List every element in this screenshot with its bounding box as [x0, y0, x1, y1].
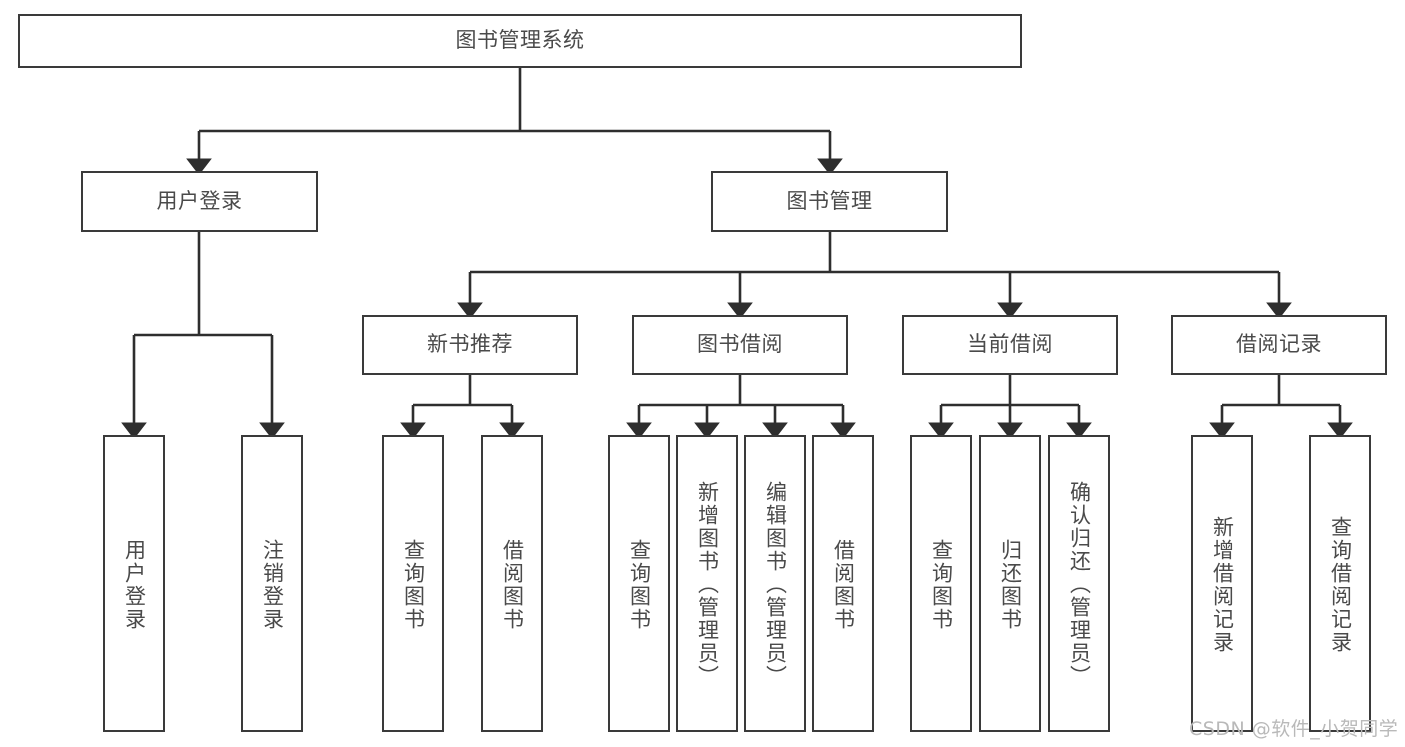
node-leaf-query-book-2-label: 查询图书 [627, 538, 652, 631]
node-leaf-user-login-label: 用户登录 [122, 538, 147, 631]
node-leaf-add-book[interactable]: 新增图书（管理员） [676, 435, 738, 732]
node-leaf-query-book-1[interactable]: 查询图书 [382, 435, 444, 732]
node-leaf-add-record[interactable]: 新增借阅记录 [1191, 435, 1253, 732]
node-leaf-logout-label: 注销登录 [260, 538, 285, 631]
node-new-book-rec-label: 新书推荐 [427, 332, 513, 357]
node-leaf-borrow-book-1-label: 借阅图书 [500, 538, 525, 631]
node-leaf-user-login[interactable]: 用户登录 [103, 435, 165, 732]
node-book-borrow[interactable]: 图书借阅 [632, 315, 848, 375]
node-leaf-confirm-return[interactable]: 确认归还（管理员） [1048, 435, 1110, 732]
node-new-book-rec[interactable]: 新书推荐 [362, 315, 578, 375]
node-leaf-borrow-book-2-label: 借阅图书 [831, 538, 856, 631]
node-leaf-borrow-book-2[interactable]: 借阅图书 [812, 435, 874, 732]
node-leaf-query-book-2[interactable]: 查询图书 [608, 435, 670, 732]
node-leaf-query-record-label: 查询借阅记录 [1328, 515, 1353, 654]
node-user-login-label: 用户登录 [156, 188, 243, 213]
node-leaf-logout[interactable]: 注销登录 [241, 435, 303, 732]
node-user-login[interactable]: 用户登录 [81, 171, 318, 232]
node-leaf-borrow-book-1[interactable]: 借阅图书 [481, 435, 543, 732]
node-leaf-return-book-label: 归还图书 [998, 538, 1023, 631]
node-leaf-query-book-3[interactable]: 查询图书 [910, 435, 972, 732]
node-leaf-add-book-label: 新增图书（管理员） [695, 481, 720, 688]
node-leaf-edit-book[interactable]: 编辑图书（管理员） [744, 435, 806, 732]
node-leaf-add-record-label: 新增借阅记录 [1210, 515, 1235, 654]
node-borrow-record[interactable]: 借阅记录 [1171, 315, 1387, 375]
node-root-label: 图书管理系统 [455, 28, 585, 53]
node-leaf-query-book-3-label: 查询图书 [929, 538, 954, 631]
node-leaf-query-record[interactable]: 查询借阅记录 [1309, 435, 1371, 732]
node-leaf-return-book[interactable]: 归还图书 [979, 435, 1041, 732]
node-leaf-confirm-return-label: 确认归还（管理员） [1067, 481, 1092, 688]
node-book-manage[interactable]: 图书管理 [711, 171, 948, 232]
node-current-borrow[interactable]: 当前借阅 [902, 315, 1118, 375]
node-book-manage-label: 图书管理 [786, 188, 873, 213]
node-borrow-record-label: 借阅记录 [1236, 332, 1322, 357]
node-root[interactable]: 图书管理系统 [18, 14, 1022, 68]
node-leaf-query-book-1-label: 查询图书 [401, 538, 426, 631]
node-current-borrow-label: 当前借阅 [967, 332, 1053, 357]
node-book-borrow-label: 图书借阅 [697, 332, 783, 357]
node-leaf-edit-book-label: 编辑图书（管理员） [763, 481, 788, 688]
watermark: CSDN @软件_小贺同学 [1189, 718, 1399, 740]
